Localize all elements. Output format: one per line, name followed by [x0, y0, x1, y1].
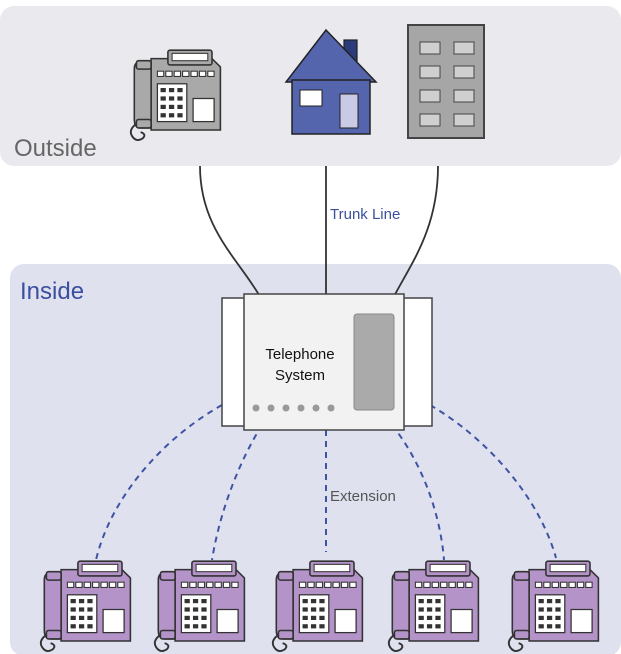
trunk-line-left	[199, 165, 263, 301]
trunk-line-right	[391, 165, 439, 301]
extension-lines	[95, 404, 557, 561]
telephone-system-box: Telephone System	[221, 293, 433, 431]
house-icon	[284, 28, 378, 135]
system-label-line2: System	[275, 367, 325, 384]
inside-zone	[10, 264, 621, 654]
phone-icon	[153, 560, 246, 653]
inside-label: Inside	[20, 278, 84, 305]
outside-label: Outside	[14, 135, 97, 162]
phone-icon	[387, 560, 480, 653]
phone-icon	[129, 49, 222, 142]
extension-label: Extension	[330, 488, 396, 505]
trunk-line-label: Trunk Line	[330, 206, 400, 223]
office-building-icon	[407, 24, 485, 139]
phone-icon	[271, 560, 364, 653]
phone-icon	[507, 560, 600, 653]
system-label-line1: Telephone	[265, 346, 334, 363]
phone-icon	[39, 560, 132, 653]
